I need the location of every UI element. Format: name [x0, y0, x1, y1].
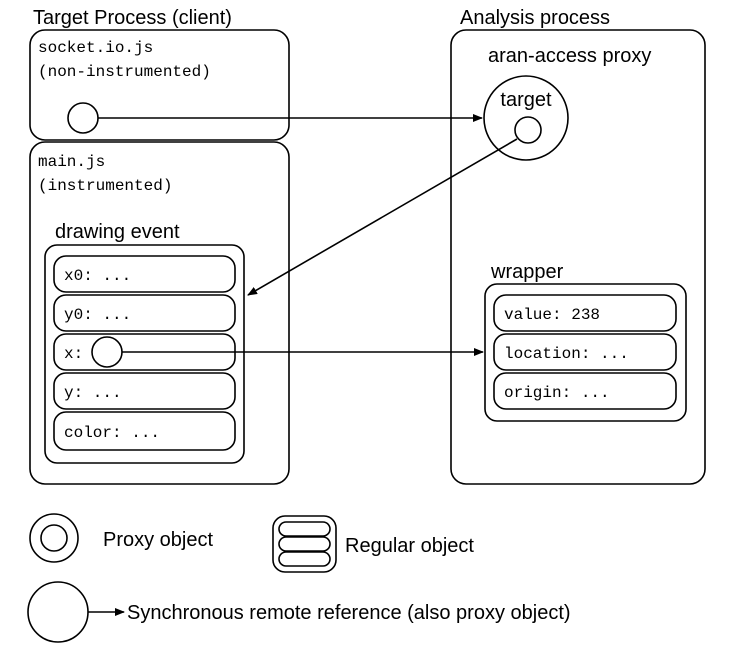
main-js-label: main.js — [38, 153, 105, 171]
target-process-title: Target Process (client) — [33, 7, 232, 29]
main-js-sublabel: (instrumented) — [38, 177, 172, 195]
proxy-object-legend-label: Proxy object — [103, 529, 213, 551]
regular-object-legend-bar — [278, 521, 331, 537]
drawing-event-field-label: x0: ... — [64, 267, 131, 285]
wrapper-field — [493, 333, 677, 371]
socket-reference-circle — [67, 102, 99, 134]
target-label: target — [500, 89, 552, 111]
sync-reference-legend-icon — [27, 581, 89, 643]
socket-io-label: socket.io.js — [38, 39, 153, 57]
analysis-process-title: Analysis process — [460, 7, 610, 29]
wrapper-field-label: location: ... — [504, 345, 629, 363]
regular-object-legend-bar — [278, 551, 331, 567]
target-inner-circle — [514, 116, 542, 144]
aran-access-proxy-title: aran-access proxy — [488, 45, 651, 67]
wrapper-field-label: value: 238 — [504, 306, 600, 324]
regular-object-legend-bar — [278, 536, 331, 552]
drawing-event-field-label: y: ... — [64, 384, 122, 402]
proxy-object-legend-inner — [40, 524, 68, 552]
drawing-event-field-label: color: ... — [64, 424, 160, 442]
x-reference-circle — [91, 336, 123, 368]
wrapper-field — [493, 294, 677, 332]
target-to-drawing-event-arrow — [247, 138, 518, 296]
drawing-event-field — [53, 255, 236, 293]
wrapper-field — [493, 372, 677, 410]
wrapper-field-label: origin: ... — [504, 384, 610, 402]
drawing-event-field-label: y0: ... — [64, 306, 131, 324]
drawing-event-title: drawing event — [55, 221, 180, 243]
drawing-event-field — [53, 411, 236, 451]
drawing-event-field — [53, 372, 236, 410]
wrapper-title: wrapper — [490, 261, 564, 283]
sync-reference-legend-label: Synchronous remote reference (also proxy… — [127, 602, 571, 624]
drawing-event-field — [53, 294, 236, 332]
drawing-event-field-label: x: — [64, 345, 83, 363]
socket-io-sublabel: (non-instrumented) — [38, 63, 211, 81]
regular-object-legend-label: Regular object — [345, 535, 474, 557]
